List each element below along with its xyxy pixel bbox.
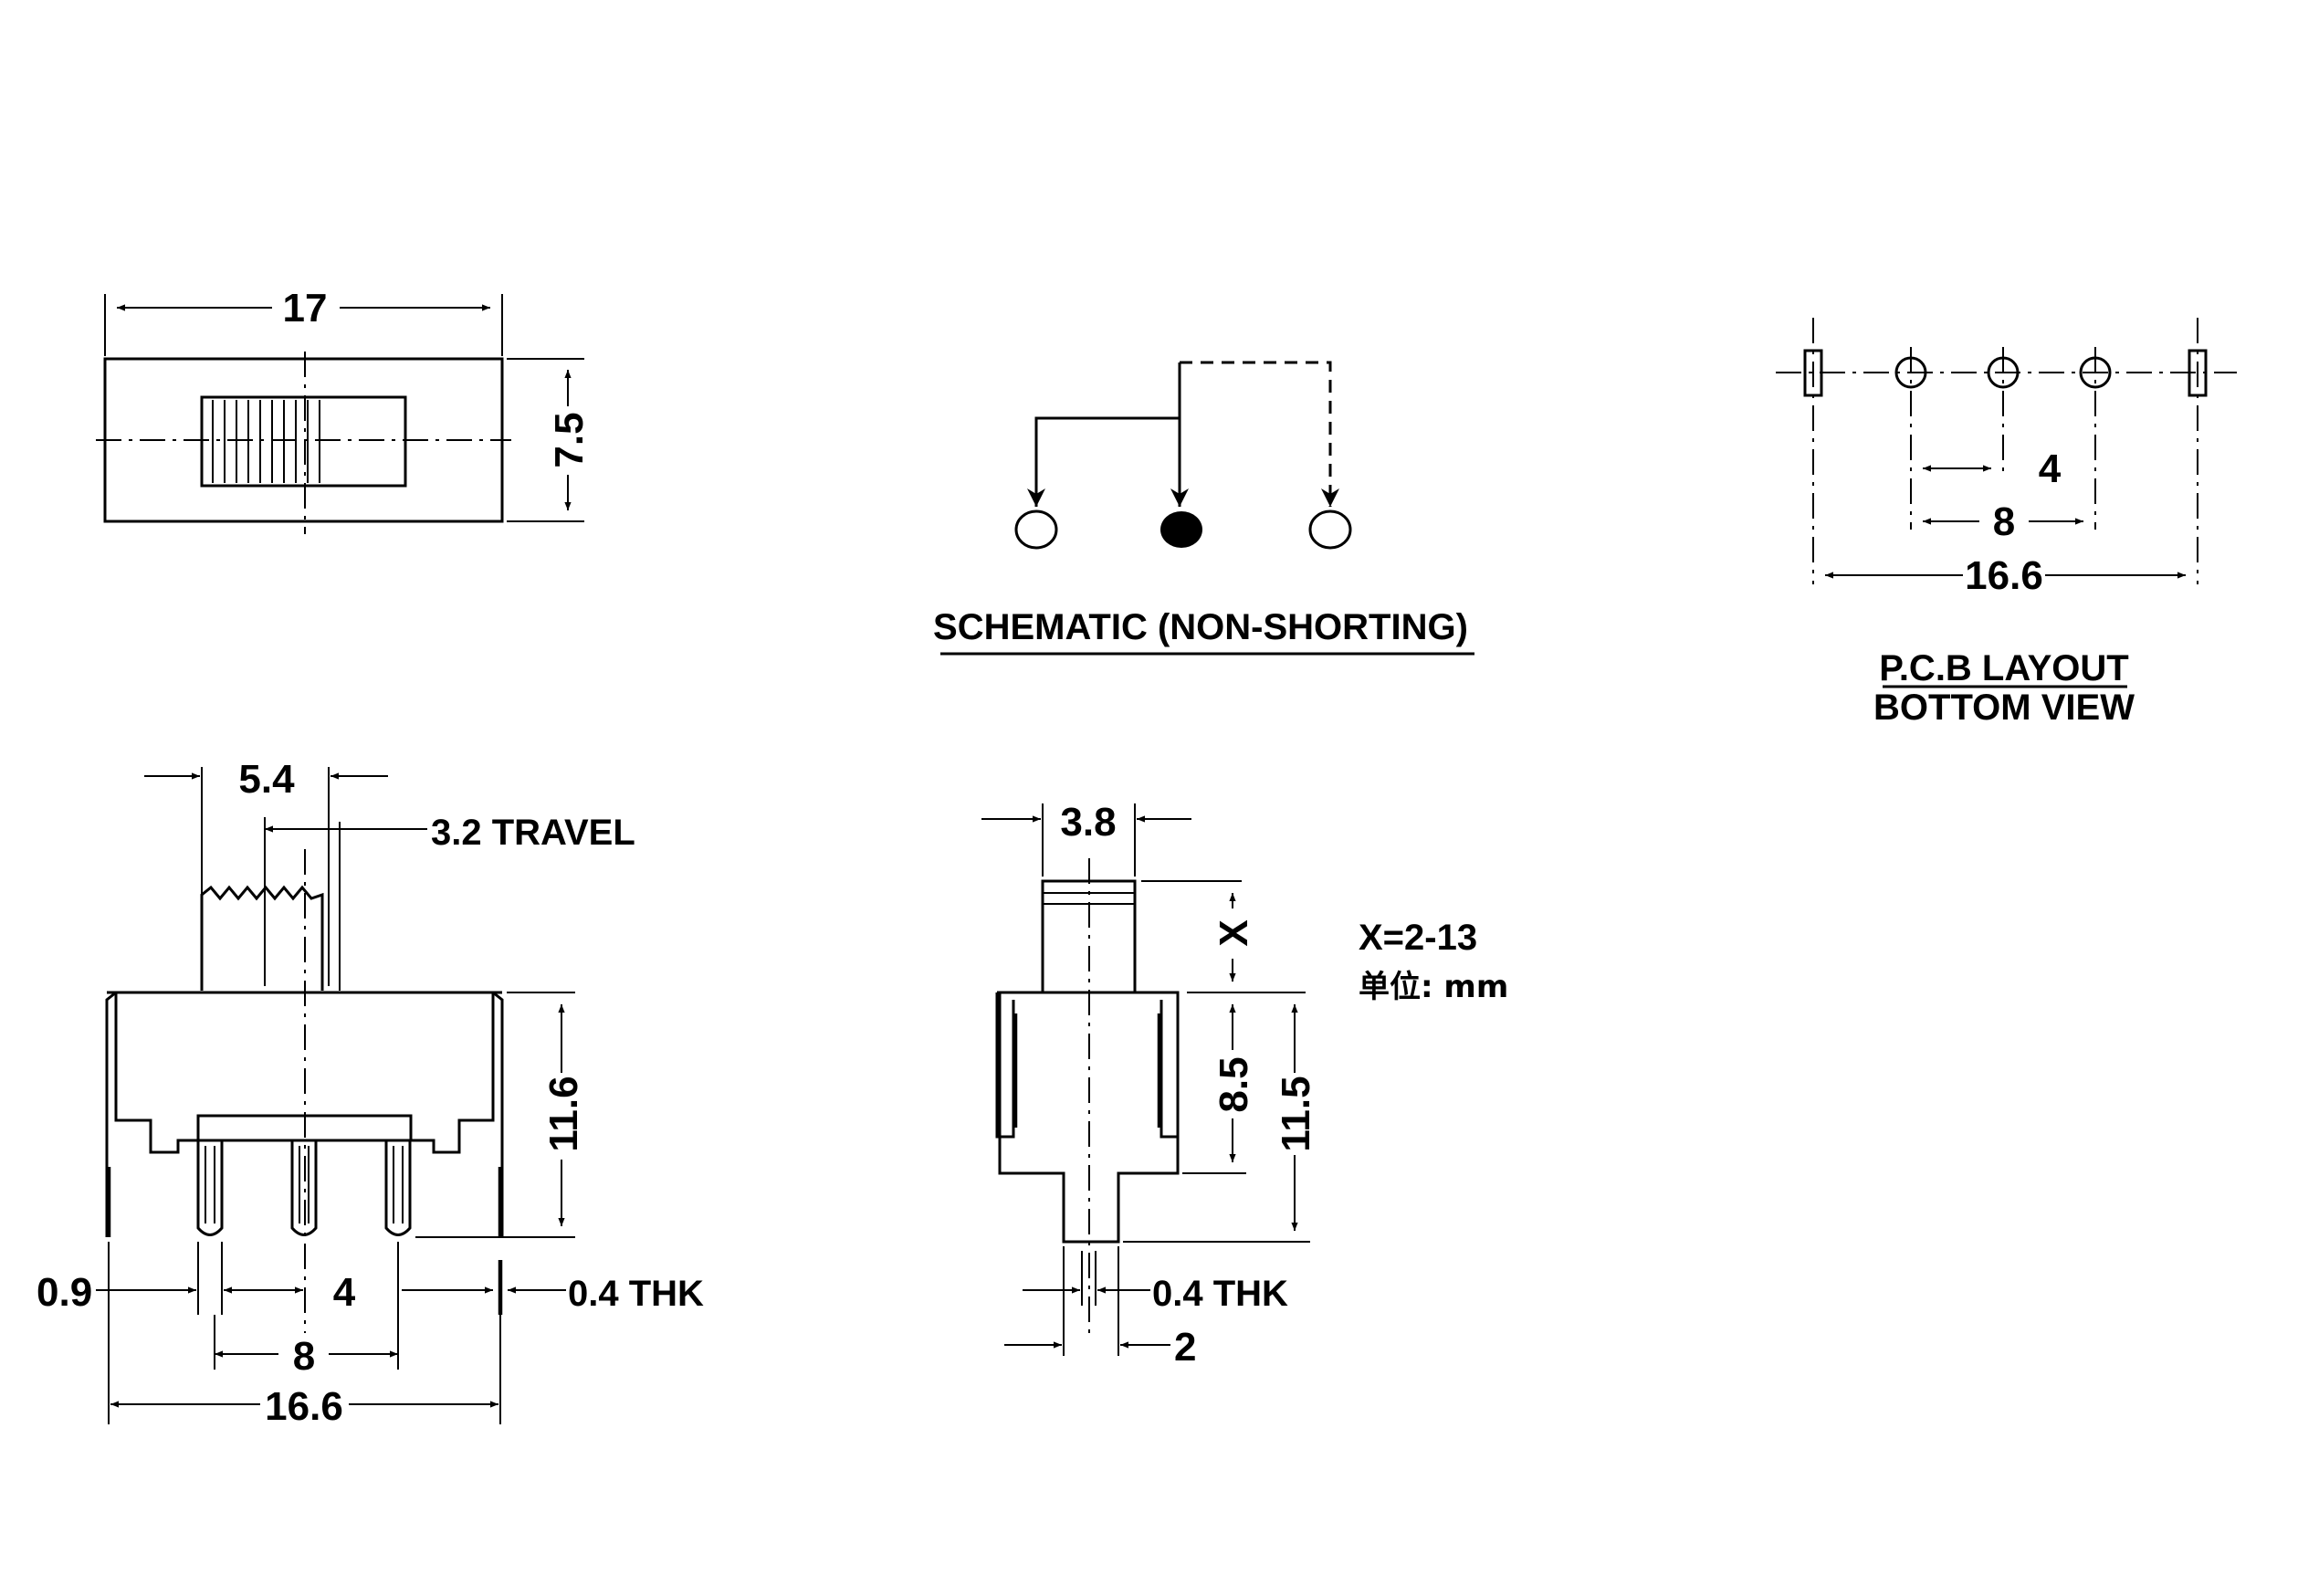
schematic-caption: SCHEMATIC (NON-SHORTING) xyxy=(933,607,1468,647)
schematic-dashed-path xyxy=(1180,361,1339,507)
side-view-body-height-dimension: 8.5 xyxy=(1182,1004,1256,1174)
front-view-mounting-lug-right xyxy=(492,991,504,1237)
front-view-pin-pitch-label: 4 xyxy=(333,1270,356,1315)
schematic-terminal-open-left xyxy=(1014,509,1058,550)
pcb-overall-dimension: 16.6 xyxy=(1825,553,2186,598)
schematic-solid-path xyxy=(1027,362,1189,507)
pcb-pin-hole-1 xyxy=(1894,347,1927,530)
front-view-travel-label: 3.2 TRAVEL xyxy=(431,813,635,853)
side-view-actuator-width-label: 3.8 xyxy=(1060,800,1116,845)
side-view-pin-width-label: 2 xyxy=(1174,1325,1196,1370)
side-view-actuator-height-dimension: X xyxy=(1141,880,1306,993)
side-view-thickness-dimension: 0.4 THK xyxy=(1023,1251,1288,1314)
side-view-body-height-label: 8.5 xyxy=(1212,1056,1256,1112)
pcb-outer-pitch-dimension: 8 xyxy=(1923,499,2083,544)
schematic-terminal-common xyxy=(1160,511,1202,548)
pcb-slot-left xyxy=(1803,318,1823,584)
top-view-width-label: 17 xyxy=(283,286,328,331)
notes: X=2-13 单位: mm xyxy=(1359,918,1508,1005)
top-view-height-dimension: 7.5 xyxy=(507,358,592,522)
pcb-outer-pitch-label: 8 xyxy=(1993,499,2015,544)
pcb-pitch-label: 4 xyxy=(2039,446,2062,491)
unit-note: 单位: mm xyxy=(1359,969,1508,1005)
front-view-height-label: 11.6 xyxy=(541,1076,586,1151)
top-view-width-dimension: 17 xyxy=(104,286,503,356)
pcb-slot-right xyxy=(2188,318,2208,584)
top-view: 17 7.5 xyxy=(96,286,592,534)
pcb-pin-hole-2 xyxy=(1987,347,2020,475)
x-range-note: X=2-13 xyxy=(1359,918,1477,958)
front-view-thickness-dimension: 0.4 THK xyxy=(402,1260,704,1315)
schematic-terminal-open-right xyxy=(1308,509,1352,550)
pcb-pitch-dimension: 4 xyxy=(1923,446,2062,491)
side-view-body xyxy=(995,991,1180,1244)
side-view: 3.8 X 8.5 11.5 0.4 xyxy=(981,800,1318,1370)
side-view-total-height-label: 11.5 xyxy=(1274,1076,1318,1151)
pcb-caption-line1: P.C.B LAYOUT xyxy=(1879,648,2128,688)
top-view-slider-knob xyxy=(200,395,407,488)
front-view-thickness-label: 0.4 THK xyxy=(568,1274,704,1314)
front-view-pin-1 xyxy=(196,1140,224,1236)
front-view-actuator xyxy=(200,822,341,991)
front-view-height-dimension: 11.6 xyxy=(415,992,586,1238)
side-view-total-height-dimension: 11.5 xyxy=(1123,1004,1318,1243)
front-view-actuator-width-label: 5.4 xyxy=(238,757,295,802)
front-view-lug-width-label: 0.9 xyxy=(37,1270,92,1315)
front-view-pin-3 xyxy=(384,1140,412,1236)
side-view-pin-width-dimension: 2 xyxy=(1004,1246,1196,1370)
pcb-caption-line2: BOTTOM VIEW xyxy=(1873,688,2135,728)
side-view-thickness-label: 0.4 THK xyxy=(1152,1274,1288,1314)
front-view: 5.4 3.2 TRAVEL 11.6 0.9 4 xyxy=(37,757,704,1429)
front-view-overall-label: 16.6 xyxy=(265,1384,343,1429)
front-view-travel-dimension: 3.2 TRAVEL xyxy=(264,813,635,986)
pcb-pin-hole-3 xyxy=(2079,347,2112,530)
side-view-actuator-height-label: X xyxy=(1212,919,1256,946)
front-view-pin-span-label: 8 xyxy=(293,1334,315,1379)
pcb-overall-label: 16.6 xyxy=(1965,553,2043,598)
front-view-actuator-width-dimension: 5.4 xyxy=(144,757,388,986)
front-view-overall-dimension: 16.6 xyxy=(108,1242,501,1429)
side-view-actuator-width-dimension: 3.8 xyxy=(981,800,1191,877)
schematic: SCHEMATIC (NON-SHORTING) xyxy=(933,361,1474,656)
front-view-pin-span-dimension: 8 xyxy=(214,1242,399,1379)
front-view-lug-width-dimension: 0.9 xyxy=(37,1242,199,1315)
pcb-layout: 4 8 16.6 P.C.B LAYOUT BOTTOM VIEW xyxy=(1776,318,2237,728)
front-view-pin-pitch-dimension: 4 xyxy=(221,1242,356,1315)
top-view-height-label: 7.5 xyxy=(547,412,592,467)
front-view-mounting-lug-left xyxy=(105,991,117,1237)
